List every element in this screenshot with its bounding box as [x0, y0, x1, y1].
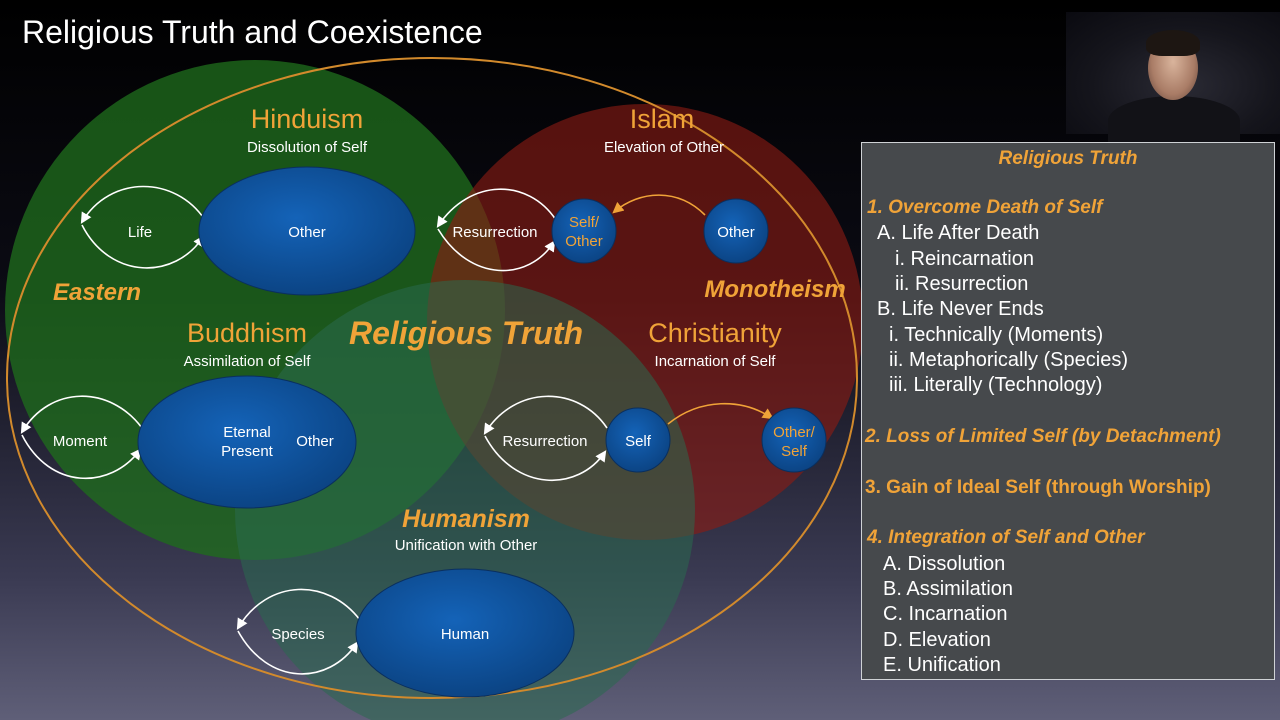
presenter-hair [1146, 30, 1200, 56]
christianity-self-node [605, 407, 671, 473]
panel-item-4e: E. Unification [883, 654, 1001, 676]
panel-item-1b-i: i. Technically (Moments) [889, 324, 1104, 346]
christianity-loop-upper [483, 395, 608, 435]
buddhism-node-line1: Eternal [223, 424, 271, 441]
christianity-incarnation-arrow [667, 402, 774, 425]
presenter-webcam [1066, 12, 1280, 146]
panel-item-1b-ii: ii. Metaphorically (Species) [889, 349, 1128, 371]
islam-subtitle: Elevation of Other [604, 139, 724, 156]
panel-item-4c: C. Incarnation [883, 603, 1008, 625]
christianity-other-node-line1: Other/ [773, 424, 816, 441]
humanism-subtitle: Unification with Other [395, 537, 538, 554]
christianity-other-self-node [761, 407, 827, 473]
islam-loop-upper [436, 188, 557, 228]
humanism-label: Humanism [402, 505, 530, 533]
panel-item-4b: B. Assimilation [883, 578, 1014, 600]
monotheism-label: Monotheism [704, 276, 845, 303]
religious-truth-ellipse [6, 57, 858, 699]
hinduism-node-label: Other [288, 224, 326, 241]
humanism-loop-lower [237, 630, 359, 675]
islam-loop-label: Resurrection [452, 224, 537, 241]
hinduism-loop-upper [80, 185, 206, 224]
humanism-loop-label: Species [271, 626, 324, 643]
buddhism-node-line2: Present [221, 443, 274, 460]
slide-title: Religious Truth and Coexistence [22, 14, 483, 50]
panel-item-1a-ii: ii. Resurrection [895, 273, 1029, 295]
panel-item-1b-iii: iii. Literally (Technology) [889, 374, 1103, 396]
panel-item-4a: A. Dissolution [883, 553, 1006, 575]
islam-elevation-arrow [612, 194, 706, 216]
hinduism-loop-label: Life [128, 224, 152, 241]
buddhism-subtitle: Assimilation of Self [184, 353, 312, 370]
buddhism-node-other: Other [296, 433, 334, 450]
christianity-loop-lower [484, 435, 607, 481]
panel-item-1: 1. Overcome Death of Self [867, 197, 1103, 218]
panel-item-2: 2. Loss of Limited Self (by Detachment) [865, 426, 1221, 447]
buddhism-loop-lower [21, 434, 142, 480]
christianity-loop-label: Resurrection [502, 433, 587, 450]
panel-item-3: 3. Gain of Ideal Self (through Worship) [865, 477, 1211, 498]
panel-item-4d: D. Elevation [883, 629, 991, 651]
buddhism-loop-upper [20, 395, 143, 434]
humanism-human-node [355, 568, 575, 698]
humanism-node-label: Human [441, 626, 489, 643]
hinduism-subtitle: Dissolution of Self [247, 139, 368, 156]
buddhism-loop-label: Moment [53, 433, 108, 450]
islam-name: Islam [630, 104, 695, 134]
eastern-label: Eastern [53, 279, 141, 306]
islam-self-node-line2: Other [565, 233, 603, 250]
christianity-subtitle: Incarnation of Self [655, 353, 777, 370]
presenter-shoulders [1108, 96, 1240, 146]
islam-other-node [703, 198, 769, 264]
buddhism-name: Buddhism [187, 318, 307, 348]
islam-other-node-label: Other [717, 224, 755, 241]
panel-item-1b: B. Life Never Ends [877, 298, 1044, 320]
hinduism-loop-lower [81, 224, 205, 269]
panel-title: Religious Truth [998, 148, 1138, 169]
christianity-name: Christianity [648, 318, 782, 348]
islam-loop-lower [437, 228, 556, 272]
center-label: Religious Truth [349, 315, 583, 351]
islam-self-other-node [551, 198, 617, 264]
panel-item-1a-i: i. Reincarnation [895, 248, 1034, 270]
islam-self-node-line1: Self/ [569, 214, 600, 231]
buddhism-node [137, 375, 357, 509]
christianity-self-node-label: Self [625, 433, 652, 450]
hinduism-name: Hinduism [251, 104, 364, 134]
hinduism-other-node [198, 166, 416, 296]
panel-item-4: 4. Integration of Self and Other [867, 527, 1145, 548]
religious-truth-panel: Religious Truth 1. Overcome Death of Sel… [861, 142, 1275, 680]
humanism-loop-upper [236, 588, 361, 630]
panel-item-1a: A. Life After Death [877, 222, 1040, 244]
christianity-other-node-line2: Self [781, 443, 808, 460]
